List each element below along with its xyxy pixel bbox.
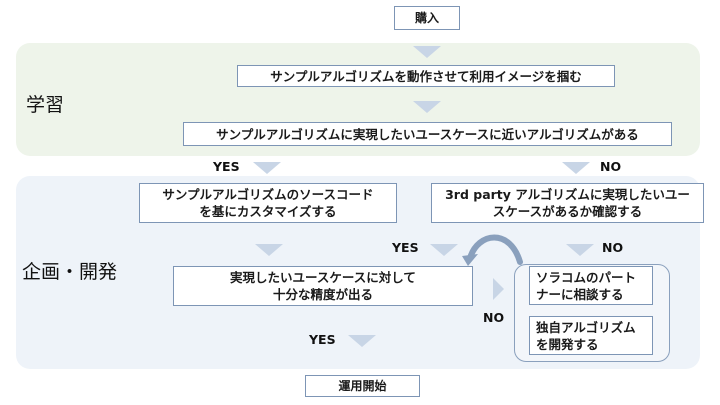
label-yes-accuracy: YES bbox=[309, 332, 336, 347]
arrow-start-to-try bbox=[413, 46, 441, 58]
arrow-third-party-no-to-group bbox=[566, 244, 594, 256]
label-yes-third-party: YES bbox=[392, 240, 419, 255]
step-consult-partner: ソラコムのパート ナーに相談する bbox=[529, 266, 653, 305]
arrow-third-party-yes-to-accuracy bbox=[430, 244, 458, 256]
end-node-operation-start: 運用開始 bbox=[305, 375, 420, 397]
decision-sufficient-accuracy: 実現したいユースケースに対して 十分な精度が出る bbox=[173, 266, 473, 306]
decision-third-party-algorithm: 3rd party アルゴリズムに実現したいユー スケースがあるか確認する bbox=[431, 183, 704, 223]
start-node-purchase: 購入 bbox=[394, 6, 460, 30]
arrow-accuracy-no-to-group bbox=[493, 278, 504, 300]
label-no-third-party: NO bbox=[602, 240, 624, 255]
arrow-no-to-third-party bbox=[562, 162, 590, 174]
label-no-similar: NO bbox=[600, 159, 622, 174]
step-customize-source-code: サンプルアルゴリズムのソースコード を基にカスタマイズする bbox=[139, 183, 397, 223]
arrow-customize-to-accuracy bbox=[255, 244, 283, 256]
step-try-sample-algorithm: サンプルアルゴリズムを動作させて利用イメージを掴む bbox=[237, 65, 615, 87]
arrow-accuracy-yes-to-end bbox=[348, 335, 376, 347]
label-no-accuracy: NO bbox=[483, 310, 505, 325]
phase-label-learning: 学習 bbox=[26, 94, 65, 116]
phase-label-planning: 企画・開発 bbox=[22, 261, 118, 283]
arrow-try-to-check bbox=[413, 101, 441, 113]
step-develop-own-algorithm: 独自アルゴリズム を開発する bbox=[529, 316, 653, 355]
decision-similar-algorithm-exists: サンプルアルゴリズムに実現したいユースケースに近いアルゴリズムがある bbox=[183, 122, 672, 146]
arrow-yes-to-customize bbox=[253, 162, 281, 174]
label-yes-similar: YES bbox=[213, 159, 240, 174]
